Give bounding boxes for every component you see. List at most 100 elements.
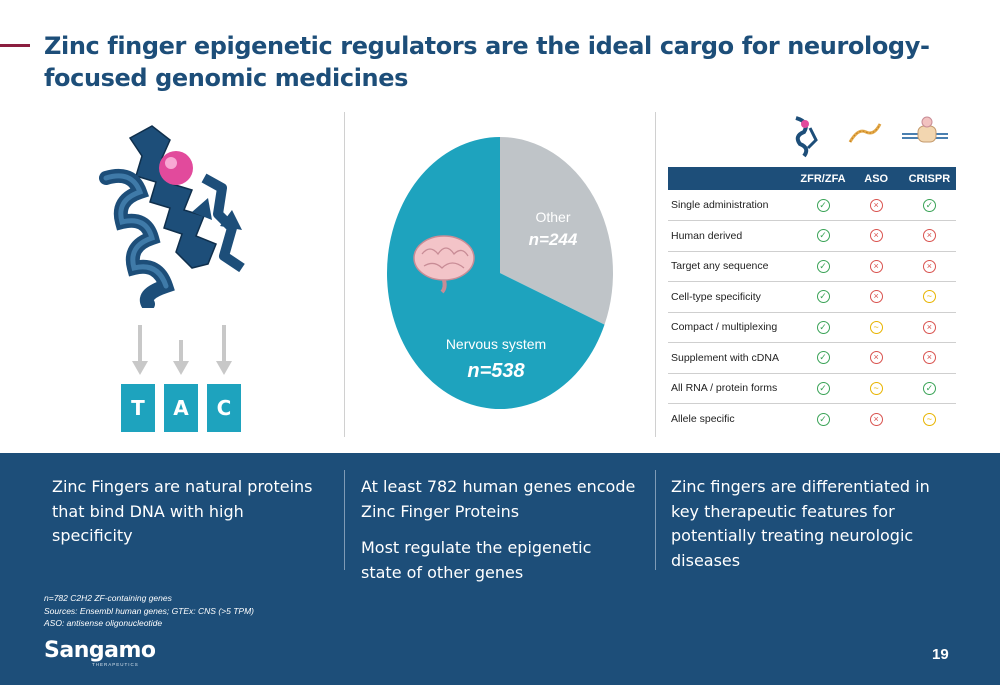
check-icon: ✓ [816,381,830,395]
table-header-row: ZFR/ZFA ASO CRISPR [668,167,956,190]
pie-label-nervous-system: Nervous system [446,336,546,352]
aso-strand-icon [848,123,882,143]
mark-cell: ✓ [796,220,850,252]
table-row: Human derived ✓ × × [668,220,956,252]
arrow-down-icon [173,340,189,375]
check-icon: ✓ [922,381,936,395]
feature-label: Compact / multiplexing [668,312,797,343]
mark-cell: × [849,342,903,374]
mark-cell: ~ [902,281,956,313]
summary-zinc-fingers-bind-dna: Zinc Fingers are natural proteins that b… [52,477,313,545]
table-row: Supplement with cDNA✓ × × [668,342,956,374]
tilde-icon: ~ [869,381,883,395]
dna-base-c: C [207,384,241,432]
tilde-icon: ~ [922,290,936,304]
mark-cell: ✓ [796,342,850,374]
zfr-protein-icon [795,116,818,158]
cross-icon: × [869,351,883,365]
summary-differentiated-features: Zinc fingers are differentiated in key t… [671,477,930,570]
feature-comparison-table: ZFR/ZFA ASO CRISPR Single administration… [668,167,956,434]
pie-slices [387,137,613,410]
check-icon: ✓ [816,198,830,212]
check-icon: ✓ [816,229,830,243]
check-icon: ✓ [816,412,830,426]
mark-cell: ✓ [796,404,849,435]
dna-base-t: T [121,384,155,432]
band-divider [655,470,656,570]
accent-line [0,44,30,47]
pie-slice-other [500,137,613,325]
table-row: Cell-type specificity ✓ × ~ [668,281,956,313]
cross-icon: × [922,229,936,243]
mark-cell: × [902,251,956,282]
footnote: Sources: Ensembl human genes; GTEx: CNS … [44,605,254,616]
cross-icon: × [922,259,936,273]
feature-label: Supplement with cDNA [668,342,797,374]
mark-cell: × [902,220,956,252]
table-row: Target any sequence✓×× [668,251,956,282]
mark-cell: × [849,220,903,252]
cross-icon: × [922,351,936,365]
table-row: Compact / multiplexing ✓ ~ × [668,312,956,343]
mark-cell: ✓ [796,373,850,404]
check-icon: ✓ [816,320,830,334]
table-row: Allele specific ✓ × ~ [668,404,956,435]
summary-epigenetic-regulation: Most regulate the epigenetic state of ot… [361,538,592,582]
gene-distribution-pie-chart: Other n=244 Nervous system n=538 [387,137,613,410]
crispr-complex-icon [902,116,948,143]
check-icon: ✓ [816,259,830,273]
table-row: Single administration ✓ × ✓ [668,190,956,221]
page-title: Zinc finger epigenetic regulators are th… [44,32,930,92]
mark-cell: ✓ [796,190,850,221]
mark-cell: × [902,342,956,374]
feature-label: Cell-type specificity [668,281,797,313]
pie-label-other: Other [535,209,570,225]
footnote: n=782 C2H2 ZF-containing genes [44,593,172,603]
feature-label: Human derived [668,220,797,252]
cross-icon: × [869,290,883,304]
mark-cell: ~ [849,373,903,404]
mark-cell: × [849,190,903,221]
mark-cell: ✓ [796,281,850,313]
table-header-aso: ASO [849,167,903,190]
cross-icon: × [869,198,883,212]
page-number: 19 [932,646,949,663]
mark-cell: × [849,281,903,313]
mark-cell: ~ [849,312,903,343]
dna-base-a: A [164,384,198,432]
feature-label: Single administration [668,190,797,221]
column-divider [344,112,345,437]
company-logo: Sangamo [44,638,156,663]
summary-genes-encode-zfp: At least 782 human genes encode Zinc Fin… [361,477,636,521]
summary-band [0,453,1000,685]
table-row: All RNA / protein forms ✓ ~ ✓ [668,373,956,404]
footnote: ASO: antisense oligonucleotide [44,618,163,628]
mark-cell: ✓ [902,373,956,404]
mark-cell: × [850,404,903,435]
column-divider [655,112,656,437]
cross-icon: × [869,229,883,243]
cross-icon: × [869,259,883,273]
mark-cell: ✓ [902,190,956,221]
feature-label: Allele specific [671,413,735,425]
table-header-crispr: CRISPR [902,167,956,190]
pie-count-nervous-system: n=538 [467,360,525,382]
table-header-zfr: ZFR/ZFA [796,167,850,190]
mark-cell: × [849,251,903,282]
check-icon: ✓ [816,290,830,304]
arrow-down-icon [216,325,232,375]
arrow-down-icon [132,325,148,375]
cross-icon: × [869,412,883,426]
zinc-finger-protein-icon [99,125,245,308]
table-header-feature [668,167,797,190]
mark-cell: × [902,312,956,343]
feature-label: All RNA / protein forms [668,373,797,404]
tilde-icon: ~ [922,412,936,426]
brain-icon [413,235,475,294]
mark-cell: ~ [903,404,956,435]
mark-cell: ✓ [796,251,850,282]
company-logo-subtitle: THERAPEUTICS [92,662,139,667]
mark-cell: ✓ [796,312,850,343]
pie-slice-nervous-system [387,137,605,410]
cross-icon: × [922,320,936,334]
